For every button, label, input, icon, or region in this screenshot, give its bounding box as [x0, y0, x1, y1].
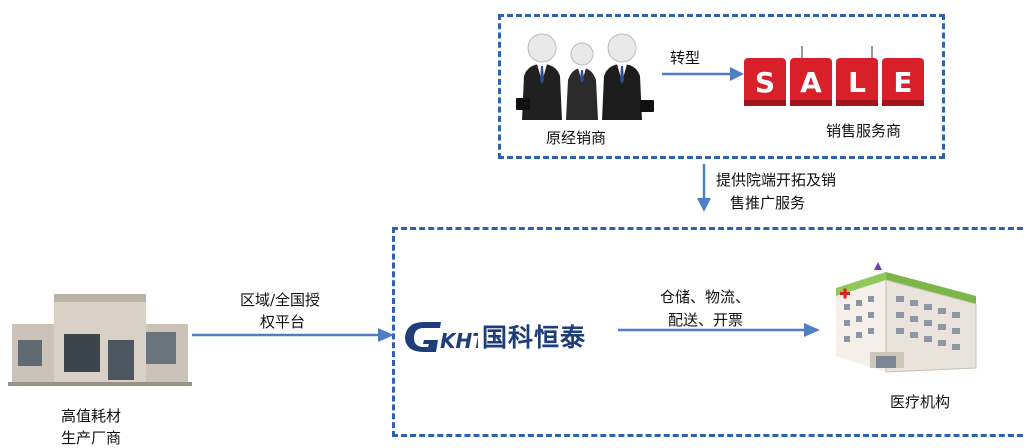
top-transformation-group — [498, 14, 945, 159]
manufacturer-label-line1: 高值耗材 — [60, 407, 121, 425]
sale-block-a: A — [790, 58, 832, 106]
transform-label: 转型 — [670, 49, 701, 67]
person-icon — [516, 33, 562, 120]
manufacturer-label-line2: 生产厂商 — [60, 429, 121, 447]
platform-arrow — [192, 328, 394, 342]
svg-text:A: A — [800, 66, 822, 99]
svg-text:E: E — [893, 66, 912, 99]
sale-block-s: S — [744, 58, 786, 106]
service-arrow — [697, 164, 711, 212]
svg-text:L: L — [848, 66, 866, 99]
manufacturer-building-illustration — [8, 294, 192, 386]
medical-institution-label: 医疗机构 — [890, 393, 951, 411]
platform-label-line1: 区域/全国授 — [240, 291, 321, 309]
red-cross-icon — [840, 288, 850, 299]
distributor-label: 原经销商 — [546, 129, 607, 147]
company-group — [392, 227, 1026, 437]
company-name: 国科恒泰 — [482, 323, 587, 352]
sale-sign-illustration: S A L E — [744, 46, 924, 106]
person-icon — [602, 33, 654, 120]
service-label-line1: 提供院端开拓及销 — [716, 171, 837, 189]
hospital-illustration — [836, 262, 977, 373]
company-logo-icon: KHT — [405, 322, 478, 353]
person-icon — [566, 42, 598, 120]
sale-block-e: E — [882, 58, 924, 106]
transform-arrow — [662, 67, 744, 81]
svg-text:KHT: KHT — [440, 329, 478, 353]
logistics-label-line1: 仓储、物流、 — [660, 288, 751, 306]
sale-block-l: L — [836, 58, 878, 106]
logistics-arrow — [618, 323, 820, 337]
service-provider-label: 销售服务商 — [826, 122, 902, 140]
distributors-illustration — [516, 33, 654, 120]
service-label-line2: 售推广服务 — [730, 194, 806, 212]
platform-label-line2: 权平台 — [260, 313, 306, 331]
svg-text:S: S — [755, 66, 775, 99]
logistics-label-line2: 配送、开票 — [668, 311, 744, 329]
